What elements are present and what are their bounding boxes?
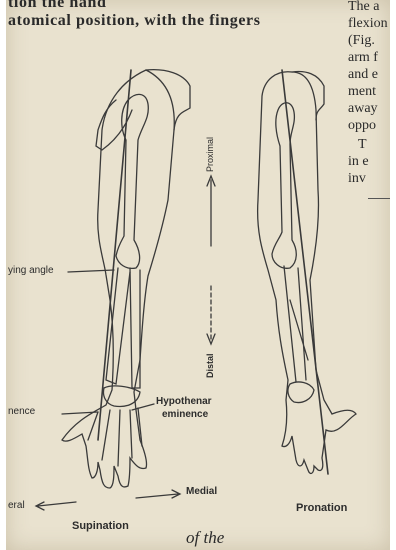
- supination-label: Supination: [72, 520, 129, 532]
- right-carpals: [288, 382, 314, 403]
- medial-label: Medial: [186, 486, 217, 497]
- carrying-angle-label: ying angle: [8, 265, 54, 276]
- right-shoulder-cap: [292, 72, 324, 120]
- hypothenar-label-line-1: Hypothenar: [156, 396, 212, 407]
- left-radius: [106, 268, 130, 384]
- right-axis-line: [282, 70, 328, 474]
- hypothenar-label-line-2: eminence: [162, 409, 208, 420]
- pronation-label: Pronation: [296, 502, 347, 514]
- left-shoulder-cap: [146, 70, 190, 130]
- right-humerus: [272, 103, 296, 269]
- thenar-eminence-label: nence: [8, 406, 35, 417]
- right-forearm-bones: [284, 266, 308, 382]
- carrying-angle-pointer: [68, 270, 114, 272]
- right-arm-outline: [258, 72, 356, 474]
- lateral-label: eral: [8, 500, 25, 511]
- left-finger-bones: [88, 408, 142, 466]
- arm-illustration: [6, 0, 390, 550]
- medial-arrow-line: [136, 494, 178, 498]
- proximal-label: Proximal: [205, 137, 215, 172]
- book-page: tion the hand atomical position, with th…: [6, 0, 390, 550]
- bottom-text: of the: [186, 528, 224, 548]
- distal-label: Distal: [205, 353, 215, 378]
- left-arm-outline: [62, 70, 174, 488]
